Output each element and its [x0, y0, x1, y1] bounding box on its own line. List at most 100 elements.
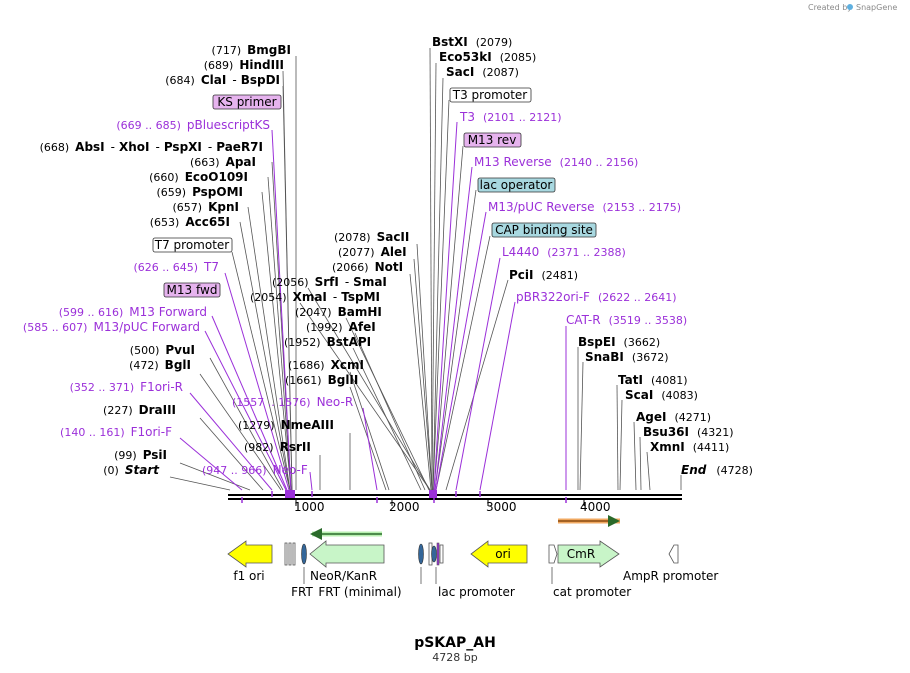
snapgene-logo-icon — [847, 4, 853, 10]
brand-text: SnapGene — [856, 3, 897, 12]
l4440-label: L4440(2371 .. 2388) — [502, 245, 626, 259]
m13-fwd-label: M13 fwd — [167, 283, 218, 297]
right-labels: BstXI(2079) Eco53kI(2085) SacI(2087) T3 … — [432, 35, 753, 477]
site-label-pvui: (500)PvuI — [130, 343, 195, 357]
ks-primer-label: KS primer — [217, 95, 276, 109]
middle-labels: (2056)SrfI-SmaI (2054)XmaI-TspMI (2047)B… — [202, 230, 409, 477]
site-label-nmeaiii: (1279)NmeAIII — [238, 418, 334, 432]
site-label-ecoo109i: (660)EcoO109I — [149, 170, 248, 184]
f1-ori-label: f1 ori — [233, 569, 264, 583]
site-label-bstxi: BstXI(2079) — [432, 35, 512, 49]
ori-arrow — [470, 540, 528, 568]
m13-rev-box — [463, 132, 522, 148]
neor-kanr-arrow — [309, 540, 385, 568]
left-labels: (717)BmgBI (689)HindIII (684)ClaI-BspDI … — [23, 43, 291, 477]
ruler-label-1000: 1000 — [294, 500, 325, 514]
site-label-bstapi: (1952)BstAPI — [284, 335, 371, 349]
ruler-label-3000: 3000 — [486, 500, 517, 514]
neo-r-label: (1557 .. 1576)Neo-R — [232, 395, 353, 409]
site-label-bsu36i: Bsu36I(4321) — [643, 425, 734, 439]
cat-promoter-label: cat promoter — [553, 585, 631, 599]
ori-label: ori — [495, 547, 511, 561]
m13-fwd-box — [163, 282, 221, 298]
cat-r-label: CAT-R(3519 .. 3538) — [566, 313, 687, 327]
frt-marker — [301, 543, 307, 565]
site-label-xcmi: (1686)XcmI — [288, 358, 364, 372]
pbr322ori-f-label: pBR322ori-F(2622 .. 2641) — [516, 290, 677, 304]
frt-minimal-label: FRT (minimal) — [318, 585, 401, 599]
connector-lines — [169, 47, 682, 491]
site-label-rsrii: (982)RsrII — [244, 440, 311, 454]
lac-promoter-label: lac promoter — [438, 585, 515, 599]
end-label: End(4728) — [681, 463, 753, 477]
site-label-saci: SacI(2087) — [446, 65, 519, 79]
credit-text: Created by — [808, 3, 852, 12]
ks-primer-box — [212, 94, 282, 110]
site-label-agei: AgeI(4271) — [636, 410, 711, 424]
t7-primer-label: (626 .. 645)T7 — [133, 260, 219, 274]
cmr-arrow — [557, 540, 620, 568]
site-label-snabi: SnaBI(3672) — [585, 350, 668, 364]
site-label-bamhi: (2047)BamHI — [295, 305, 382, 319]
m13-forward-label: (599 .. 616)M13 Forward — [59, 305, 207, 319]
pbluescriptks-label: (669 .. 685)pBluescriptKS — [116, 118, 270, 132]
site-label-tati: TatI(4081) — [618, 373, 688, 387]
site-label-sacii: (2078)SacII — [334, 230, 409, 244]
site-label-noti: (2066)NotI — [332, 260, 403, 274]
plasmid-title: pSKAP_AH — [414, 635, 496, 651]
site-label-bgli: (472)BglI — [129, 358, 191, 372]
site-label-bglii: (1661)BglII — [285, 373, 358, 387]
start-label: (0)Start — [103, 463, 160, 477]
site-label-draiii: (227)DraIII — [103, 403, 176, 417]
lac-operator-box — [477, 177, 556, 193]
ruler-label-2000: 2000 — [389, 500, 420, 514]
t3-promoter-box — [449, 87, 532, 103]
site-label-alei: (2077)AleI — [338, 245, 407, 259]
frt-minimal-marker — [418, 543, 424, 565]
site-label-eco53ki: Eco53kI(2085) — [439, 50, 536, 64]
t3-primer-label: T3(2101 .. 2121) — [459, 110, 562, 124]
site-label-hindiii: (689)HindIII — [204, 58, 284, 72]
ruler-label-4000: 4000 — [580, 500, 611, 514]
primer-ticks — [241, 490, 567, 503]
ampr-promoter-label: AmpR promoter — [623, 569, 718, 583]
ruler-ticks — [295, 500, 585, 506]
site-label-bmgbi: (717)BmgBI — [212, 43, 291, 57]
t7-promoter-label: T7 promoter — [154, 238, 230, 252]
orf-arrows — [310, 515, 620, 540]
site-label-scai: ScaI(4083) — [625, 388, 698, 402]
f1ori-r-label: (352 .. 371)F1ori-R — [70, 380, 183, 394]
ampr-promoter-arrow — [668, 544, 679, 564]
neo-f-label: (947 .. 966)Neo-F — [202, 463, 308, 477]
f1-ori-arrow — [227, 540, 273, 568]
plasmid-length: 4728 bp — [432, 651, 477, 664]
m13-puc-forward-label: (585 .. 607)M13/pUC Forward — [23, 320, 200, 334]
site-label-srfi: (2056)SrfI-SmaI — [272, 275, 387, 289]
site-label-xmai: (2054)XmaI-TspMI — [250, 290, 380, 304]
site-label-psii: (99)PsiI — [114, 448, 167, 462]
site-label-xmni: XmnI(4411) — [650, 440, 729, 454]
neor-kanr-label: NeoR/KanR — [310, 569, 377, 583]
primer-connector-lines — [179, 121, 567, 491]
backbone: 1000 2000 3000 4000 — [228, 490, 682, 514]
site-label-pcii: PciI(2481) — [509, 268, 578, 282]
m13-puc-reverse-label: M13/pUC Reverse(2153 .. 2175) — [488, 200, 681, 214]
cat-promoter-arrow — [548, 544, 558, 564]
site-label-pspomi: (659)PspOMI — [156, 185, 243, 199]
lac-operator-label: lac operator — [480, 178, 553, 192]
site-label-bspei: BspEI(3662) — [578, 335, 660, 349]
cmr-label: CmR — [567, 547, 595, 561]
cap-binding-site-box — [491, 222, 597, 238]
m13-reverse-label: M13 Reverse(2140 .. 2156) — [474, 155, 638, 169]
features: f1 ori FRT NeoR/KanR FRT (minimal) lac p… — [227, 540, 718, 599]
site-label-apai: (663)ApaI — [190, 155, 256, 169]
f1ori-f-label: (140 .. 161)F1ori-F — [60, 425, 172, 439]
site-label-afei: (1992)AfeI — [306, 320, 376, 334]
site-label-clai: (684)ClaI-BspDI — [165, 73, 280, 87]
cap-binding-site-label: CAP binding site — [495, 223, 593, 237]
m13-rev-label: M13 rev — [468, 133, 517, 147]
site-label-acc65i: (653)Acc65I — [150, 215, 230, 229]
t3-promoter-label: T3 promoter — [452, 88, 528, 102]
t7-promoter-box — [152, 237, 233, 253]
